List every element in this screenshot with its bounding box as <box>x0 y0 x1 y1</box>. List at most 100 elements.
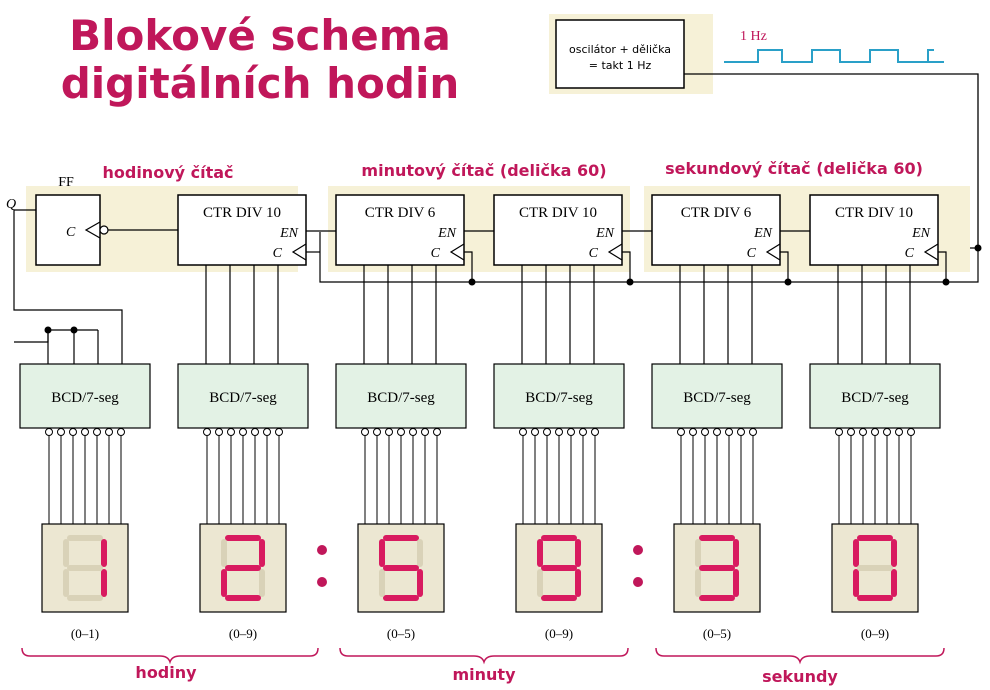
decoder-output-bubble <box>203 428 211 436</box>
counter-clock-wire <box>780 251 789 282</box>
decoder-output-bubble <box>749 428 757 436</box>
decoder-output-bubble <box>57 428 65 436</box>
counter-clock-pin: C <box>747 246 757 261</box>
decoder-output-bubble <box>519 428 527 436</box>
counter-clock-triangle <box>765 243 781 261</box>
decoder-output-bubble <box>397 428 405 436</box>
seconds-group-label: sekundy <box>762 667 838 686</box>
decoder-output-bubble <box>385 428 393 436</box>
decoder-output-bubble <box>409 428 417 436</box>
decoder-box <box>177 363 309 429</box>
decoder-output-bubble <box>883 428 891 436</box>
hour-tie-line <box>14 329 74 343</box>
decoders-layer: BCD/7-seg BCD/7-seg BCD/7-seg BCD/7-seg BCD/… <box>19 363 941 524</box>
bus-junction <box>626 278 634 286</box>
decoder-label: BCD/7-seg <box>367 390 435 406</box>
decoder-output-bubble <box>433 428 441 436</box>
counter-label: CTR DIV 10 <box>519 205 597 221</box>
decoder-output-bubble <box>737 428 745 436</box>
counter-enable-pin: EN <box>437 226 457 241</box>
colon-dot-3 <box>633 545 643 555</box>
decoder-output-bubble <box>263 428 271 436</box>
flipflop-output-label: Q <box>6 197 16 212</box>
seconds-counter-title: sekundový čítač (delička 60) <box>665 159 923 178</box>
oscillator-label-2: = takt 1 Hz <box>589 59 652 72</box>
hours-brace <box>21 647 319 665</box>
hours-group-label: hodiny <box>135 663 197 682</box>
counter-enable-pin: EN <box>595 226 615 241</box>
colon-dot-4 <box>633 577 643 587</box>
hours-counter-title: hodinový čítač <box>102 163 233 182</box>
decoder-output-bubble <box>701 428 709 436</box>
counter-enable-pin: EN <box>911 226 931 241</box>
counter-clock-wire <box>938 251 947 282</box>
decoder-output-bubble <box>45 428 53 436</box>
decoder-output-bubble <box>117 428 125 436</box>
decoder-output-bubble <box>93 428 101 436</box>
decoder-output-bubble <box>835 428 843 436</box>
colon-dot-1 <box>317 545 327 555</box>
display-range: (0–5) <box>703 626 731 641</box>
display-range: (0–1) <box>71 626 99 641</box>
counter-clock-pin: C <box>431 246 441 261</box>
counter-clock-triangle <box>449 243 465 261</box>
flipflop-name: FF <box>58 175 74 190</box>
decoder-box <box>809 363 941 429</box>
decoder-output-bubble <box>421 428 429 436</box>
decoder-output-bubble <box>591 428 599 436</box>
decoder-output-bubble <box>907 428 915 436</box>
counter-label: CTR DIV 6 <box>681 205 752 221</box>
display-range: (0–5) <box>387 626 415 641</box>
decoder-label: BCD/7-seg <box>209 390 277 406</box>
counter-box <box>177 194 307 266</box>
decoder-output-bubble <box>871 428 879 436</box>
decoder-output-bubble <box>543 428 551 436</box>
flipflop-output-wire <box>13 209 123 364</box>
counter-clock-wire <box>622 251 631 282</box>
minutes-group-label: minuty <box>452 665 516 684</box>
decoder-output-bubble <box>239 428 247 436</box>
oscillator-box <box>555 19 685 89</box>
counter-clock-pin: C <box>905 246 915 261</box>
counter-enable-pin: EN <box>279 226 299 241</box>
counter-box <box>335 194 465 266</box>
oscillator-label-1: oscilátor + dělička <box>569 43 671 56</box>
decoder-output-bubble <box>689 428 697 436</box>
page-title: Blokové schema digitálních hodin <box>40 12 480 108</box>
decoder-output-bubble <box>677 428 685 436</box>
decoder-output-bubble <box>69 428 77 436</box>
counter-box <box>493 194 623 266</box>
seconds-brace <box>655 647 945 665</box>
counter-box <box>651 194 781 266</box>
decoder-label: BCD/7-seg <box>841 390 909 406</box>
bus-junction <box>784 278 792 286</box>
decoder-output-bubble <box>105 428 113 436</box>
flipflop-inversion-bubble <box>99 225 109 235</box>
decoder-box <box>19 363 151 429</box>
counter-label: CTR DIV 6 <box>365 205 436 221</box>
counter-clock-triangle <box>607 243 623 261</box>
decoder-output-bubble <box>361 428 369 436</box>
counter-label: CTR DIV 10 <box>203 205 281 221</box>
decoder-output-bubble <box>373 428 381 436</box>
minutes-brace <box>339 647 629 665</box>
minutes-counter-title: minutový čítač (delička 60) <box>361 161 606 180</box>
decoder-box <box>651 363 783 429</box>
counter-clock-pin: C <box>273 246 283 261</box>
decoder-label: BCD/7-seg <box>683 390 751 406</box>
decoder-output-bubble <box>567 428 575 436</box>
hour-tie-dot-b <box>70 326 78 334</box>
counter-clock-triangle <box>291 243 307 261</box>
decoder-box <box>335 363 467 429</box>
flipflop-box <box>35 194 101 266</box>
display-range: (0–9) <box>229 626 257 641</box>
counter-enable-pin: EN <box>753 226 773 241</box>
decoder-output-bubble <box>725 428 733 436</box>
decoder-output-bubble <box>847 428 855 436</box>
counter-box <box>809 194 939 266</box>
decoder-output-bubble <box>275 428 283 436</box>
clock-waveform <box>724 49 934 63</box>
decoder-label: BCD/7-seg <box>51 390 119 406</box>
